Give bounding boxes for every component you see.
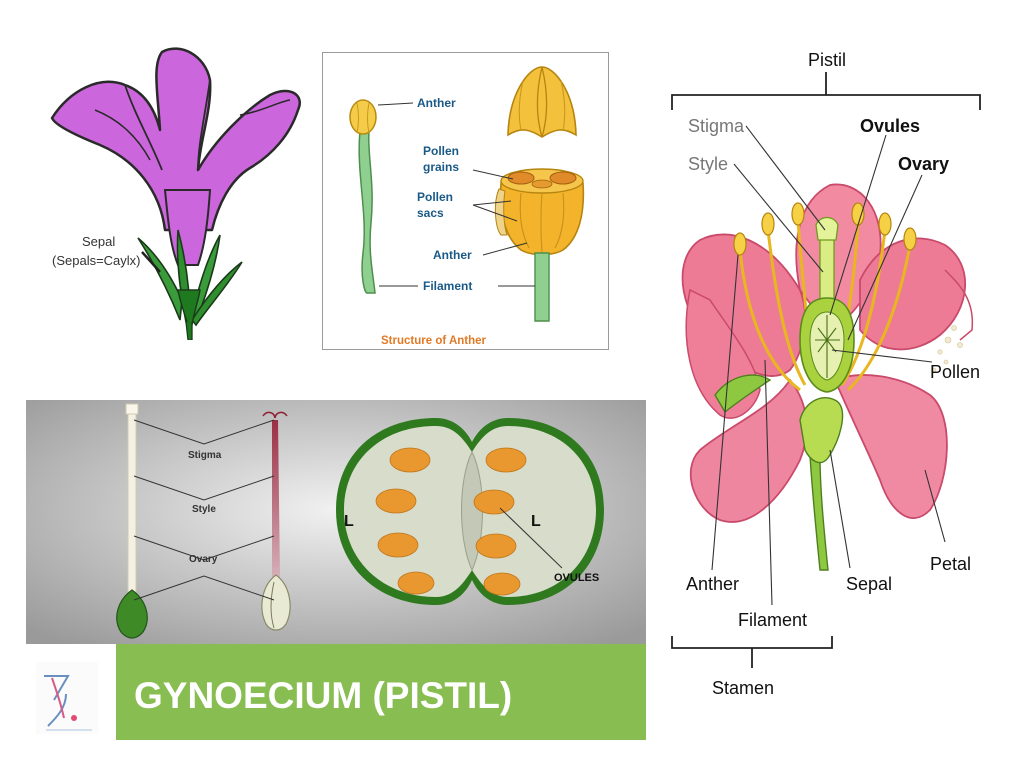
sepal-group	[137, 229, 243, 327]
flower-parts-diagram: Pistil Stigma Ovules Style Ovary Pollen …	[660, 40, 1000, 720]
logo-mark	[36, 662, 98, 734]
lily-pointers	[711, 125, 946, 606]
anther-caption: Structure of Anther	[381, 335, 487, 347]
sepal-note: (Sepals=Caylx)	[52, 253, 141, 268]
label-sepal: Sepal	[846, 574, 892, 594]
sepal-shape	[799, 397, 844, 464]
label-pollen-grains-1: Pollen	[423, 144, 459, 158]
label-ovules: Ovules	[860, 116, 920, 136]
label-filament: Filament	[738, 610, 807, 630]
left-leaf	[714, 374, 772, 414]
pollen-dots	[931, 325, 963, 373]
gyno-label-style: Style	[192, 504, 216, 515]
ovules-pointer	[499, 507, 563, 569]
anther-illustration: Anther Pollen grains Pollen sacs Anther …	[349, 66, 585, 347]
small-filament	[358, 130, 376, 294]
gyno-banner-title: GYNOECIUM (PISTIL)	[134, 675, 512, 716]
label-stamen: Stamen	[712, 678, 774, 698]
anther-structure-diagram: Anther Pollen grains Pollen sacs Anther …	[322, 52, 609, 350]
gyno-ovules-label: OVULES	[554, 572, 599, 584]
sepal-diagram: Sepal (Sepals=Caylx)	[40, 40, 310, 340]
lily-illustration: Pistil Stigma Ovules Style Ovary Pollen …	[671, 50, 981, 698]
label-petal: Petal	[930, 554, 971, 574]
label-anther-top: Anther	[417, 96, 456, 110]
label-pollen-sacs-2: sacs	[417, 206, 444, 220]
label-filament: Filament	[423, 279, 472, 293]
gyno-label-stigma: Stigma	[188, 450, 222, 461]
label-anther-mid: Anther	[433, 248, 472, 262]
label-anther: Anther	[686, 574, 739, 594]
label-style: Style	[688, 154, 728, 174]
pistil-shape	[799, 216, 855, 393]
gyno-label-ovary: Ovary	[189, 554, 218, 565]
anther-pointers	[377, 102, 535, 287]
sepal-label: Sepal	[82, 234, 115, 249]
flower-stalk	[809, 454, 829, 571]
corolla	[50, 47, 301, 232]
filament-stalk	[534, 252, 550, 322]
sepal-pointer	[141, 251, 161, 273]
label-stigma: Stigma	[688, 116, 745, 136]
left-pistil	[116, 403, 148, 639]
locule-left-label: L	[344, 513, 354, 530]
gynoecium-illustration: Stigma Style Ovary L L OVULES	[26, 400, 646, 744]
filaments	[738, 219, 912, 392]
locule-right-label: L	[531, 513, 541, 530]
label-ovary: Ovary	[898, 154, 949, 174]
stamen-bracket	[671, 636, 833, 668]
gyno-pointers	[133, 419, 275, 601]
label-pollen: Pollen	[930, 362, 980, 382]
gynoecium-diagram: Stigma Style Ovary L L OVULES	[26, 400, 646, 744]
ovary-cross-section	[336, 418, 604, 605]
pistil-bracket	[671, 72, 981, 110]
anthers	[733, 202, 917, 256]
flower-illustration: Sepal (Sepals=Caylx)	[50, 47, 301, 340]
label-pollen-grains-2: grains	[423, 160, 459, 174]
banner-box	[116, 644, 646, 740]
label-pistil: Pistil	[808, 50, 846, 70]
anther-cross-section	[494, 168, 585, 256]
ovule-group	[375, 447, 527, 596]
right-pistil	[261, 411, 291, 631]
anther-closed	[507, 66, 577, 138]
small-anther	[349, 99, 377, 135]
label-pollen-sacs-1: Pollen	[417, 190, 453, 204]
